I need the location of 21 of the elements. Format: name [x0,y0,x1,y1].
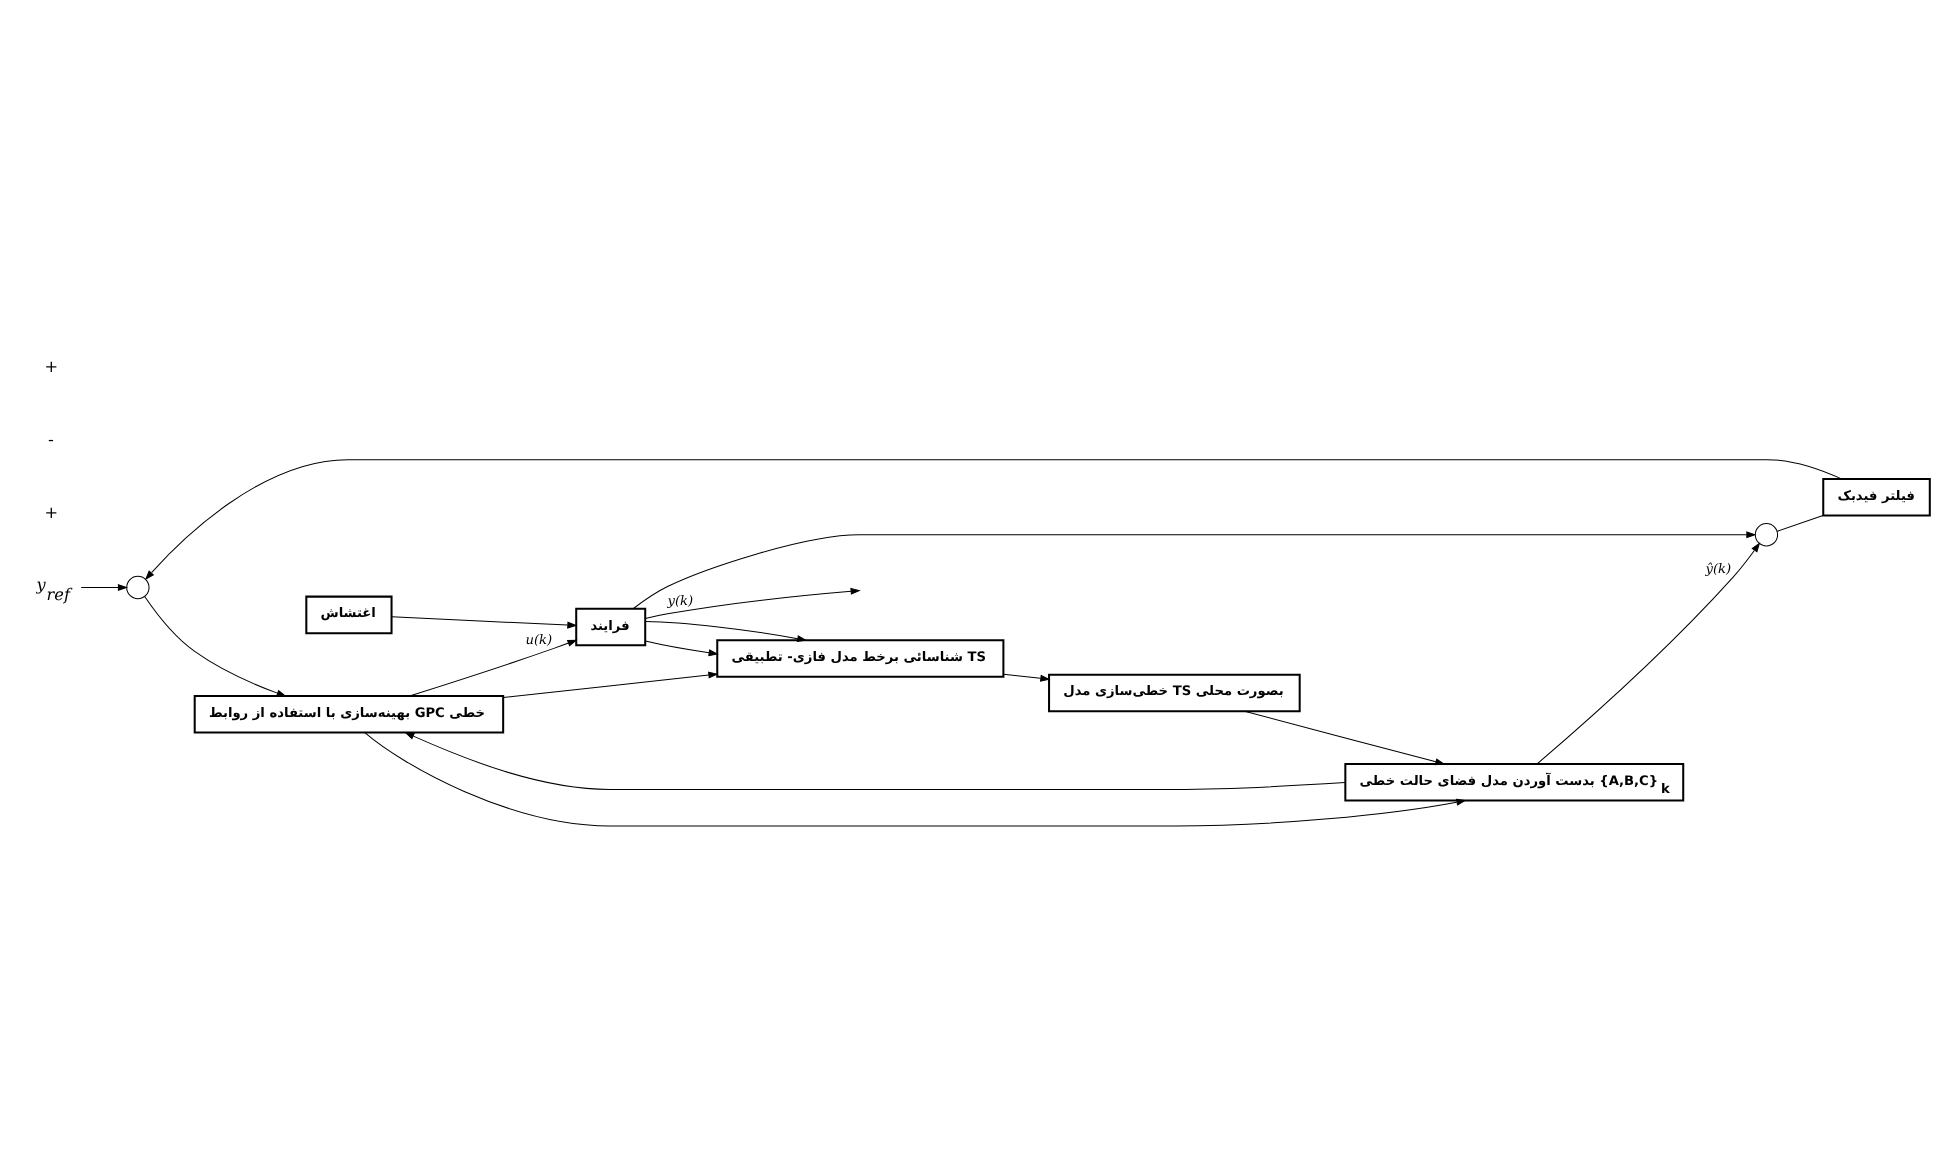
arrow [403,731,1345,789]
arrow [143,458,1841,580]
arrow [643,639,718,656]
arrow [643,620,807,642]
arrow [79,582,128,591]
arrow [643,586,860,618]
arrow [1002,672,1050,681]
arrow [1535,541,1760,764]
arrow [408,638,577,696]
arrow [143,595,286,696]
label: - [47,428,53,449]
node-circle [125,574,149,599]
arrow [1243,709,1445,765]
label: + [43,355,58,376]
connector [1775,513,1823,531]
arrow [631,530,1756,609]
node-circle [1753,522,1778,546]
label: + [43,501,58,522]
arrow [363,731,1466,826]
arrow [501,670,718,697]
arrow [390,615,577,628]
